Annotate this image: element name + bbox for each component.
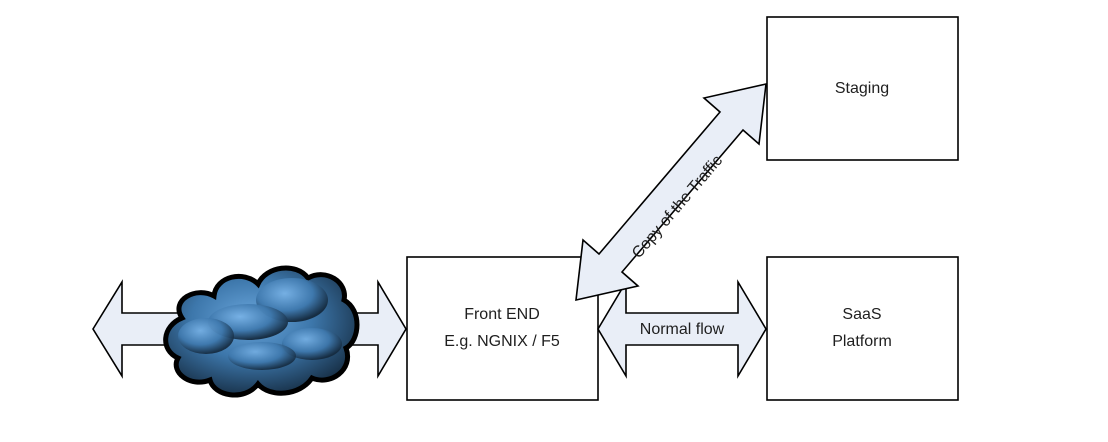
staging-box [766,16,959,161]
saas-label: SaaS [842,306,881,323]
saas-platform-box [766,256,959,401]
normal-flow-label: Normal flow [640,321,725,338]
platform-label: Platform [832,333,892,350]
front-end-box [406,256,599,401]
copy-traffic-double-arrow [575,82,767,302]
front-end-example-label: E.g. NGNIX / F5 [444,333,560,350]
normal-flow-double-arrow [597,279,767,379]
front-end-label: Front END [464,306,540,323]
staging-label: Staging [835,80,889,97]
cloud-icon [163,265,360,398]
